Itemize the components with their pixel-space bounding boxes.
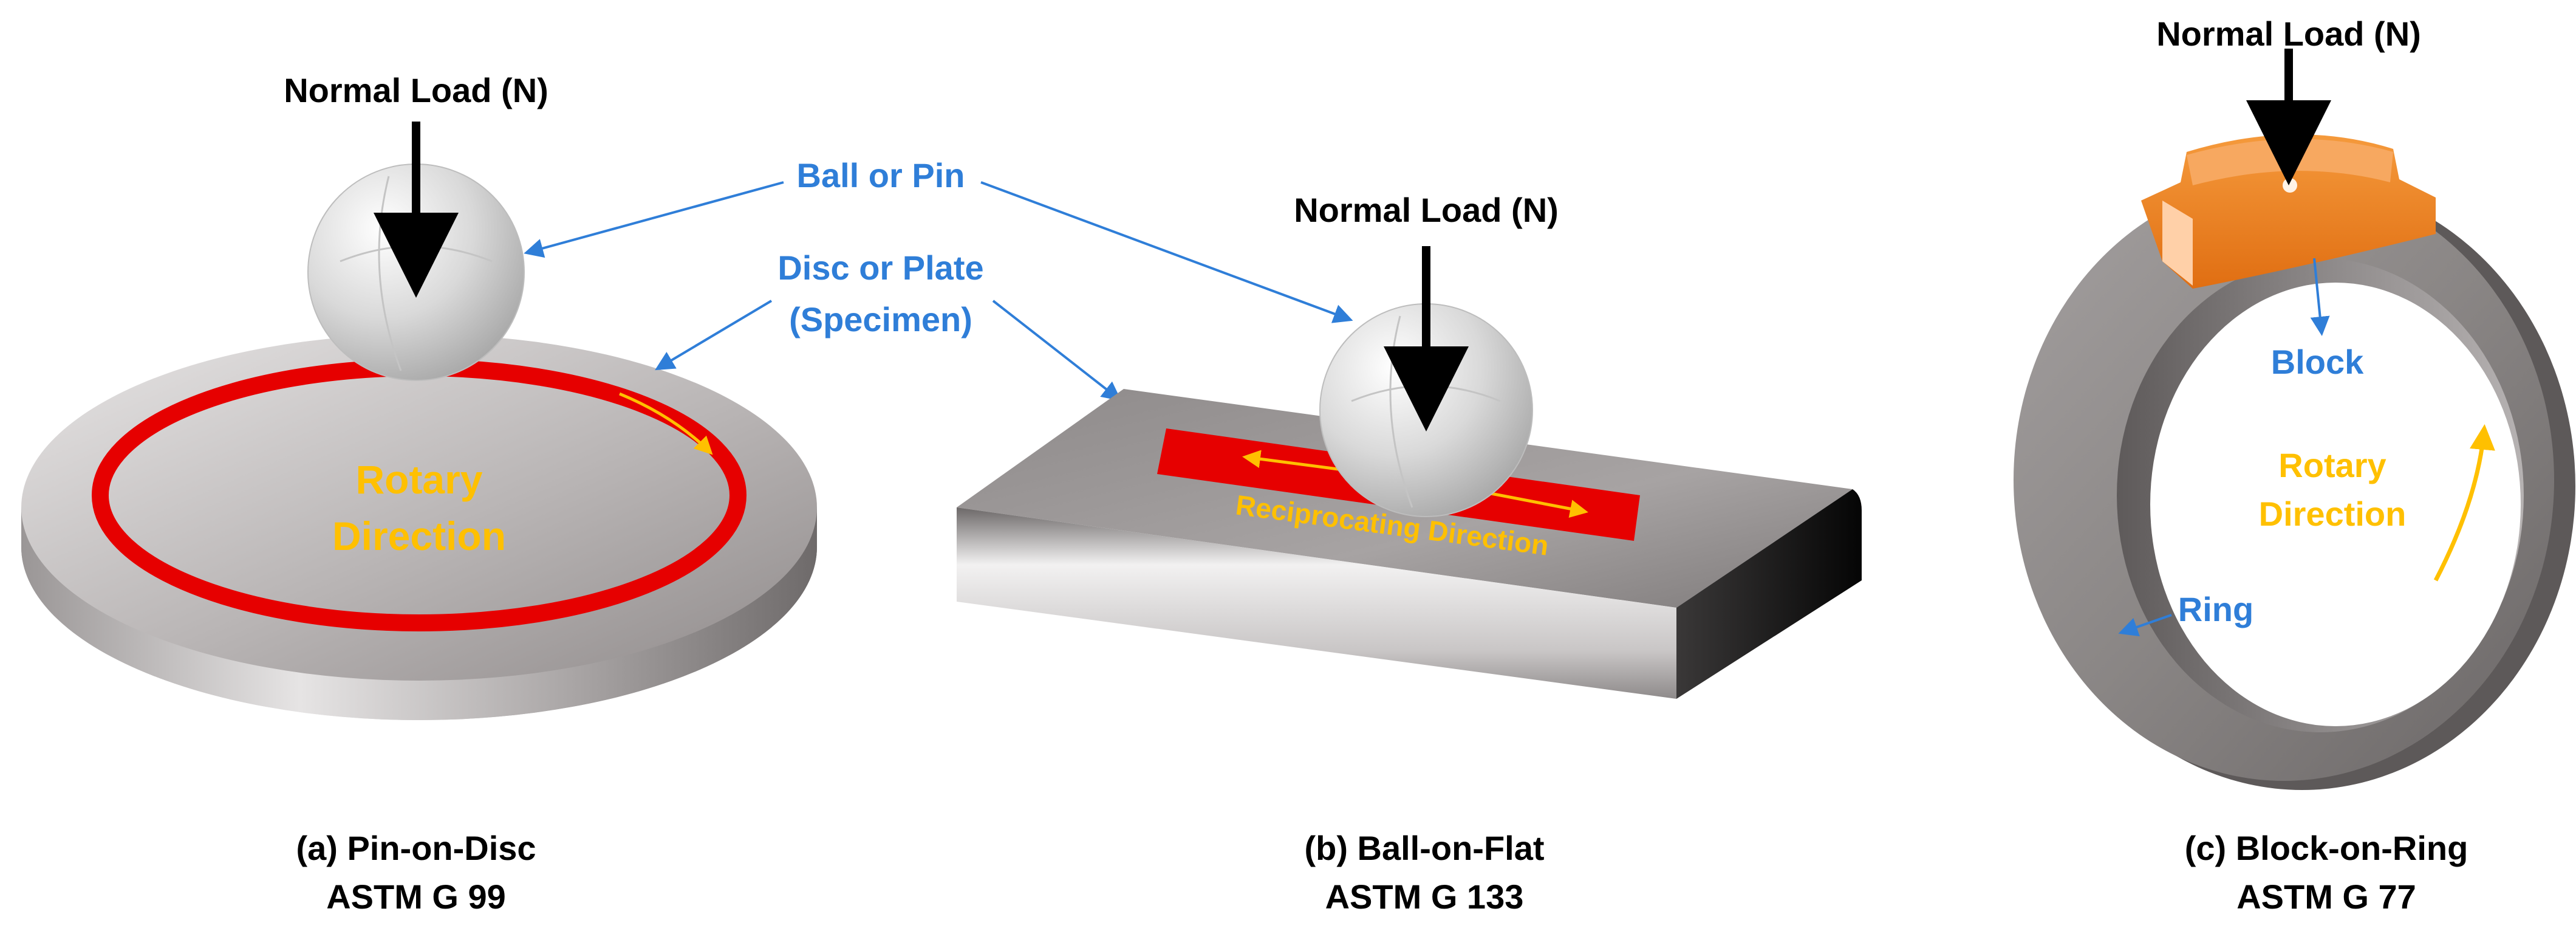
panel-a-pin-on-disc: Rotary Direction Normal Load (N) (a) Pin… [21,71,817,916]
rotation-arrow-icon [2433,424,2495,582]
panel-c-block-on-ring: Normal Load (N) Block Rotary Direction R… [2014,15,2575,916]
ball-or-pin-label: Ball or Pin [797,156,965,194]
rotary-direction-label-line1: Rotary [355,457,482,502]
rotary-direction-label-line2: Direction [2259,495,2407,533]
caption-b-line2: ASTM G 133 [1325,878,1524,916]
ring-callout-arrow [2118,614,2172,637]
normal-load-label-c: Normal Load (N) [2156,15,2421,53]
disc-callout-arrow-b [992,300,1122,401]
caption-a-line2: ASTM G 99 [326,878,506,916]
ring-icon [2014,179,2575,790]
caption-a-line1: (a) Pin-on-Disc [296,829,536,867]
ball-callout-arrow-b [980,181,1353,323]
normal-load-label-b: Normal Load (N) [1294,191,1559,229]
block-label: Block [2271,343,2364,381]
rotation-arrow-icon [619,392,713,455]
rotary-direction-label-line1: Rotary [2278,446,2386,484]
disc-or-plate-label-line1: Disc or Plate [777,249,983,287]
caption-c-line2: ASTM G 77 [2236,878,2416,916]
ring-label: Ring [2178,590,2253,628]
panel-b-ball-on-flat: Normal Load (N) Reciprocating Direction … [957,191,1862,916]
shared-callouts: Ball or Pin Disc or Plate (Specimen) [524,156,1353,401]
rotary-direction-label-line2: Direction [332,514,506,558]
disc-or-plate-label-line2: (Specimen) [789,300,972,338]
caption-b-line1: (b) Ball-on-Flat [1304,829,1544,867]
normal-load-label-a: Normal Load (N) [284,71,548,109]
disc-callout-arrow-a [655,300,773,371]
ball-callout-arrow-a [524,181,784,258]
caption-c-line1: (c) Block-on-Ring [2185,829,2468,867]
block-callout-arrow [2310,258,2330,336]
